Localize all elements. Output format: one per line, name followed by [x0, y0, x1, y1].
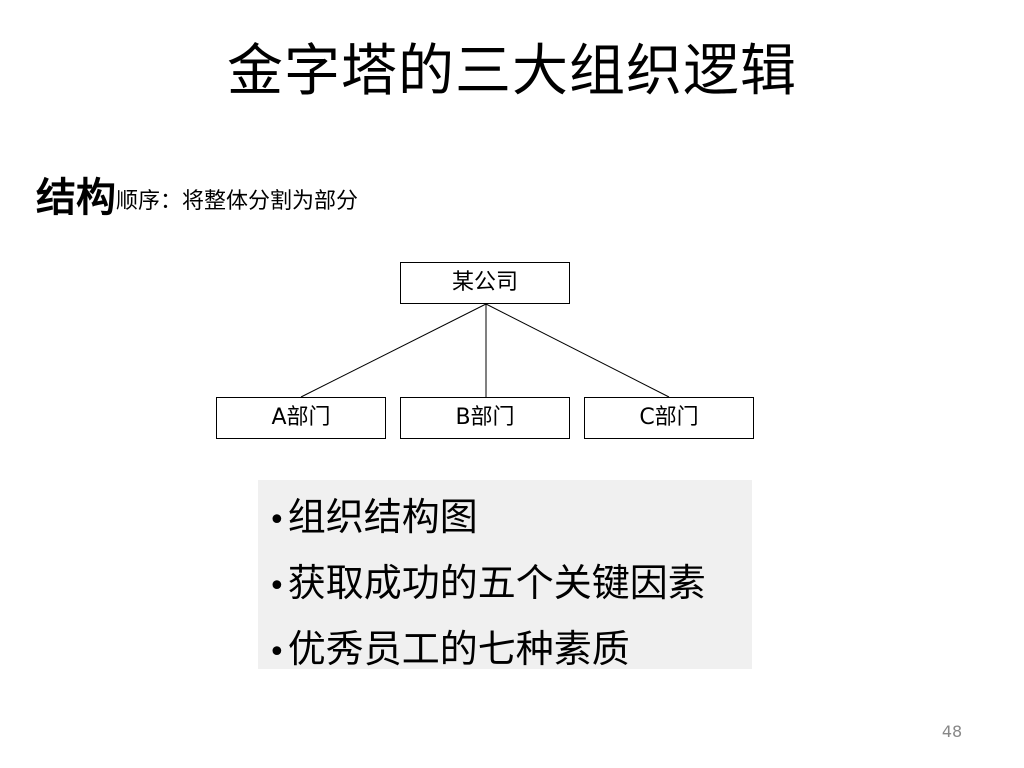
examples-box: •组织结构图 •获取成功的五个关键因素 •优秀员工的七种素质 — [258, 480, 752, 671]
org-node-department-b: B部门 — [400, 397, 570, 439]
connector-root-to-c — [485, 303, 670, 398]
slide-title: 金字塔的三大组织逻辑 — [227, 39, 797, 104]
org-node-root: 某公司 — [400, 262, 570, 304]
example-item-text: 获取成功的五个关键因素 — [287, 561, 706, 605]
example-item-text: 组织结构图 — [287, 495, 478, 539]
org-node-department-c: C部门 — [584, 397, 754, 439]
example-item: •获取成功的五个关键因素 — [268, 552, 752, 618]
bullet-icon: • — [268, 569, 286, 604]
example-item: •组织结构图 — [268, 486, 752, 552]
connector-root-to-a — [300, 303, 487, 398]
bullet-icon: • — [268, 635, 286, 670]
section-description: 顺序：将整体分割为部分 — [116, 189, 359, 214]
example-item-text: 优秀员工的七种素质 — [287, 627, 630, 671]
section-keyword: 结构 — [36, 175, 116, 221]
bullet-icon: • — [268, 503, 286, 538]
section-heading: 结构顺序：将整体分割为部分 — [36, 174, 358, 222]
org-node-department-a: A部门 — [216, 397, 386, 439]
page-number: 48 — [941, 722, 963, 741]
example-item: •优秀员工的七种素质 — [268, 618, 752, 684]
